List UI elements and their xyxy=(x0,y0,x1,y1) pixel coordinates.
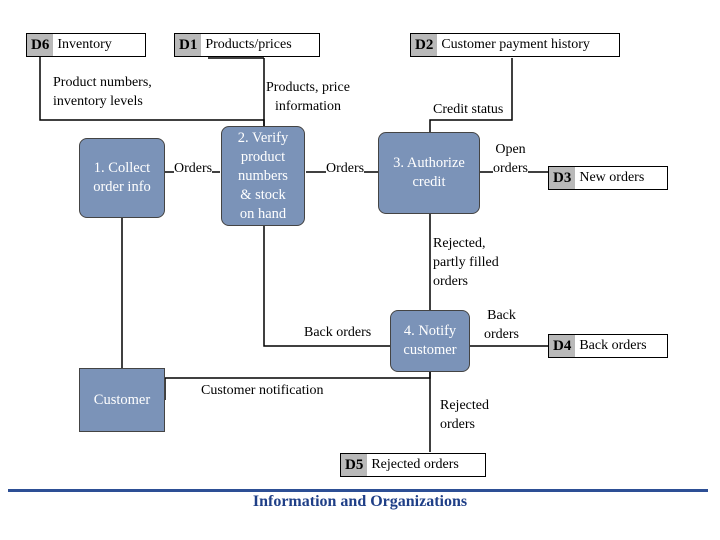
flow-label-rejected-partly: Rejected, partly filled orders xyxy=(433,234,499,291)
process-label: 3. Authorize credit xyxy=(393,155,465,190)
entity-customer: Customer xyxy=(79,368,165,432)
footer-title: Information and Organizations xyxy=(252,493,468,510)
store-name: Back orders xyxy=(579,338,647,353)
store-id: D2 xyxy=(411,34,438,56)
flow-label-open-orders: Open orders xyxy=(493,140,528,178)
flow-label-orders-1: Orders xyxy=(174,159,213,178)
process-label: 2. Verify product numbers & stock on han… xyxy=(237,129,289,222)
process-verify-product-numbers: 2. Verify product numbers & stock on han… xyxy=(221,126,305,226)
store-id: D3 xyxy=(549,167,576,189)
store-name: Rejected orders xyxy=(371,457,459,472)
flow-label-rejected-orders: Rejected orders xyxy=(440,396,489,434)
process-label: 4. Notify customer xyxy=(403,323,457,358)
flow-label-back-orders-2: Back orders xyxy=(484,306,519,344)
process-authorize-credit: 3. Authorize credit xyxy=(378,132,480,214)
flow-line-credit xyxy=(429,58,513,132)
flow-label-orders-2: Orders xyxy=(326,159,365,178)
store-id: D1 xyxy=(175,34,202,56)
store-name: Inventory xyxy=(57,37,112,52)
store-d5-rejected-orders: D5 Rejected orders xyxy=(340,453,486,477)
footer-divider xyxy=(8,489,708,492)
process-label: 1. Collect order info xyxy=(93,160,151,195)
store-name: New orders xyxy=(579,170,645,185)
store-d2-customer-payment-history: D2 Customer payment history xyxy=(410,33,620,57)
store-name: Customer payment history xyxy=(441,37,590,52)
entity-label: Customer xyxy=(93,391,151,408)
store-d6-inventory: D6 Inventory xyxy=(26,33,146,57)
store-name: Products/prices xyxy=(205,37,292,52)
store-id: D4 xyxy=(549,335,576,357)
process-notify-customer: 4. Notify customer xyxy=(390,310,470,372)
flow-label-back-orders-1: Back orders xyxy=(304,323,372,342)
process-collect-order-info: 1. Collect order info xyxy=(79,138,165,218)
flow-label-customer-notification: Customer notification xyxy=(201,381,324,400)
flow-label-products-price: Products, price information xyxy=(266,78,350,116)
store-d3-new-orders: D3 New orders xyxy=(548,166,668,190)
store-id: D6 xyxy=(27,34,54,56)
store-id: D5 xyxy=(341,454,368,476)
store-d1-products: D1 Products/prices xyxy=(174,33,320,57)
store-d4-back-orders: D4 Back orders xyxy=(548,334,668,358)
flow-label-product-numbers: Product numbers, inventory levels xyxy=(53,73,152,111)
flow-label-credit-status: Credit status xyxy=(433,100,504,119)
flow-line-back-orders xyxy=(263,226,390,347)
